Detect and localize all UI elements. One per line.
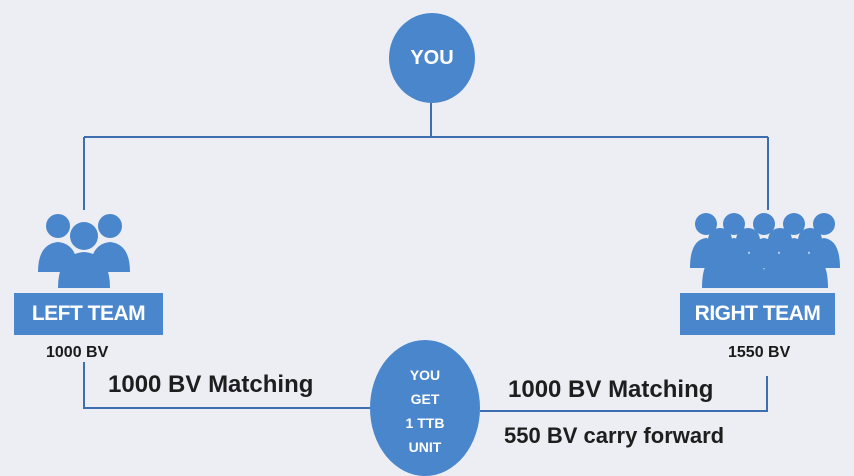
right-team-label-text: RIGHT TEAM [694, 302, 821, 325]
you-node-label: YOU [410, 46, 454, 69]
result-line-3: 1 TTB [405, 415, 445, 431]
connector-right-bottom [480, 376, 768, 412]
left-team-label: LEFT TEAM [14, 293, 163, 335]
left-team-label-text: LEFT TEAM [31, 302, 146, 325]
right-team-label: RIGHT TEAM [680, 293, 835, 335]
result-line-2: GET [410, 391, 440, 407]
large-people-group-icon [690, 213, 840, 288]
result-line-1: YOU [409, 367, 441, 383]
you-node: YOU [389, 13, 475, 103]
right-matching-text: 1000 BV Matching [508, 376, 714, 403]
people-group-icon [38, 214, 130, 288]
connector-left-bottom [83, 362, 370, 409]
left-matching-text: 1000 BV Matching [108, 371, 314, 398]
left-team-bv: 1000 BV [46, 344, 109, 361]
result-node: YOU GET 1 TTB UNIT [370, 340, 480, 476]
right-team-bv: 1550 BV [728, 344, 791, 361]
result-line-4: UNIT [408, 439, 442, 455]
carry-forward-text: 550 BV carry forward [504, 423, 725, 448]
